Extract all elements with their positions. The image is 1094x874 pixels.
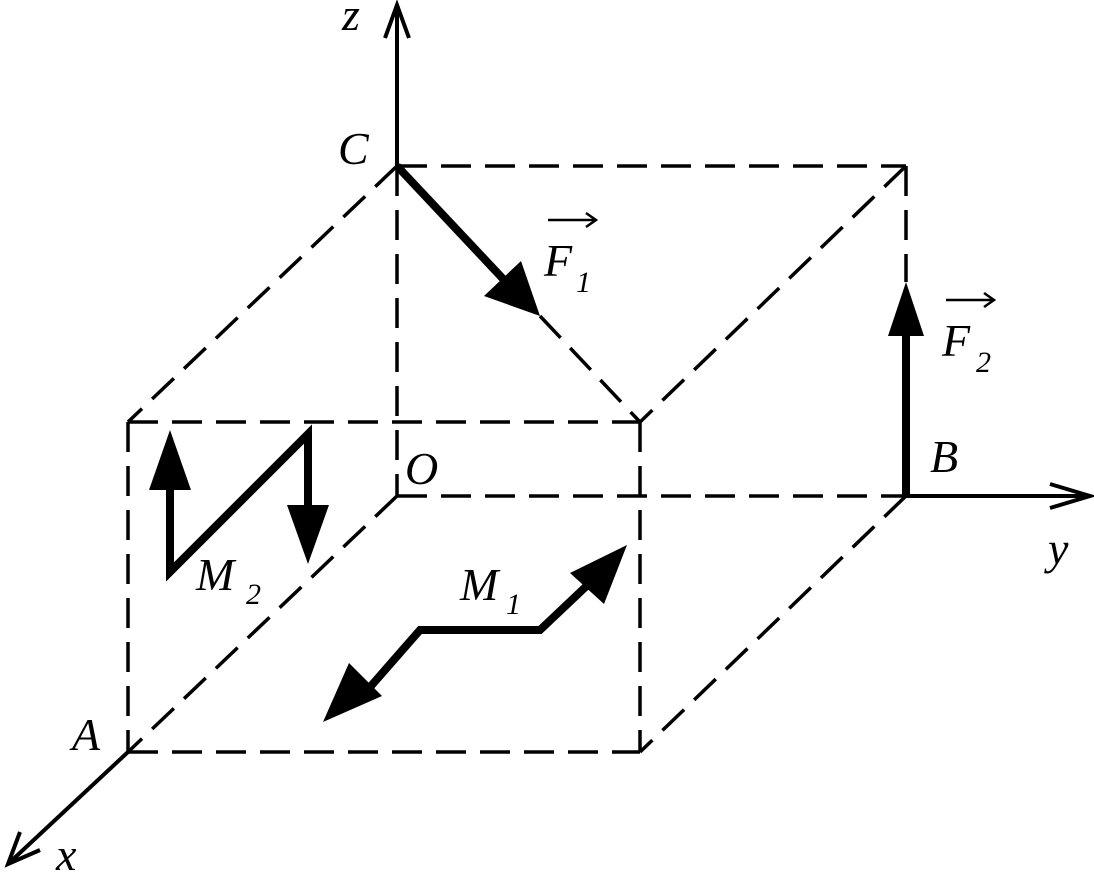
force-f1-symbol: F [543,235,573,286]
box-edges [126,164,908,754]
x-axis-arrowhead [4,831,41,868]
point-a-label: A [69,709,101,760]
couple-m1 [323,545,627,722]
y-axis-arrowhead [1049,482,1094,510]
force-f2-subscript: 2 [976,346,991,379]
point-b-label: B [930,431,958,482]
edge-f1-continuation [538,314,642,424]
force-f2-vector-tip [983,291,997,309]
couple-m1-arrowhead-lower [323,663,382,722]
z-axis-arrowhead [383,0,411,39]
couple-m1-symbol: M [459,559,501,610]
force-f2-arrowhead [888,282,924,336]
couple-m1-label: M 1 [459,559,521,621]
force-f2 [888,282,924,496]
force-f1-shaft [394,163,509,285]
couple-m2-arrowhead-down [287,505,329,564]
force-f2-label: F 2 [941,291,997,379]
edge-top-right-diagonal [638,164,908,424]
couple-m2-shaft [166,424,312,582]
x-axis-label: x [55,829,77,874]
y-axis-label: y [1044,523,1069,574]
point-c-label: C [338,123,370,174]
couple-m1-shaft [353,575,598,705]
couple-m1-subscript: 1 [506,588,521,621]
x-axis [6,750,130,866]
couple-m2-subscript: 2 [246,578,261,611]
couple-m2-arrowhead-up [149,430,191,490]
edge-o-to-a [126,494,399,754]
z-axis-label: z [341,0,360,40]
couple-m2-label: M 2 [195,549,261,611]
force-f1 [394,163,540,316]
edge-bottom-right-diagonal [638,494,908,754]
force-f1-vector-tip [585,211,599,229]
couple-m2 [149,424,329,582]
axes [4,0,1094,868]
edge-c-to-top-left [126,164,399,424]
force-f1-subscript: 1 [576,266,591,299]
couple-m1-arrowhead-upper [570,545,627,604]
force-f1-arrowhead [484,261,540,316]
couple-m2-symbol: M [195,549,237,600]
force-f2-symbol: F [941,315,971,366]
force-f1-label: F 1 [543,211,599,299]
point-o-label: O [405,443,438,494]
